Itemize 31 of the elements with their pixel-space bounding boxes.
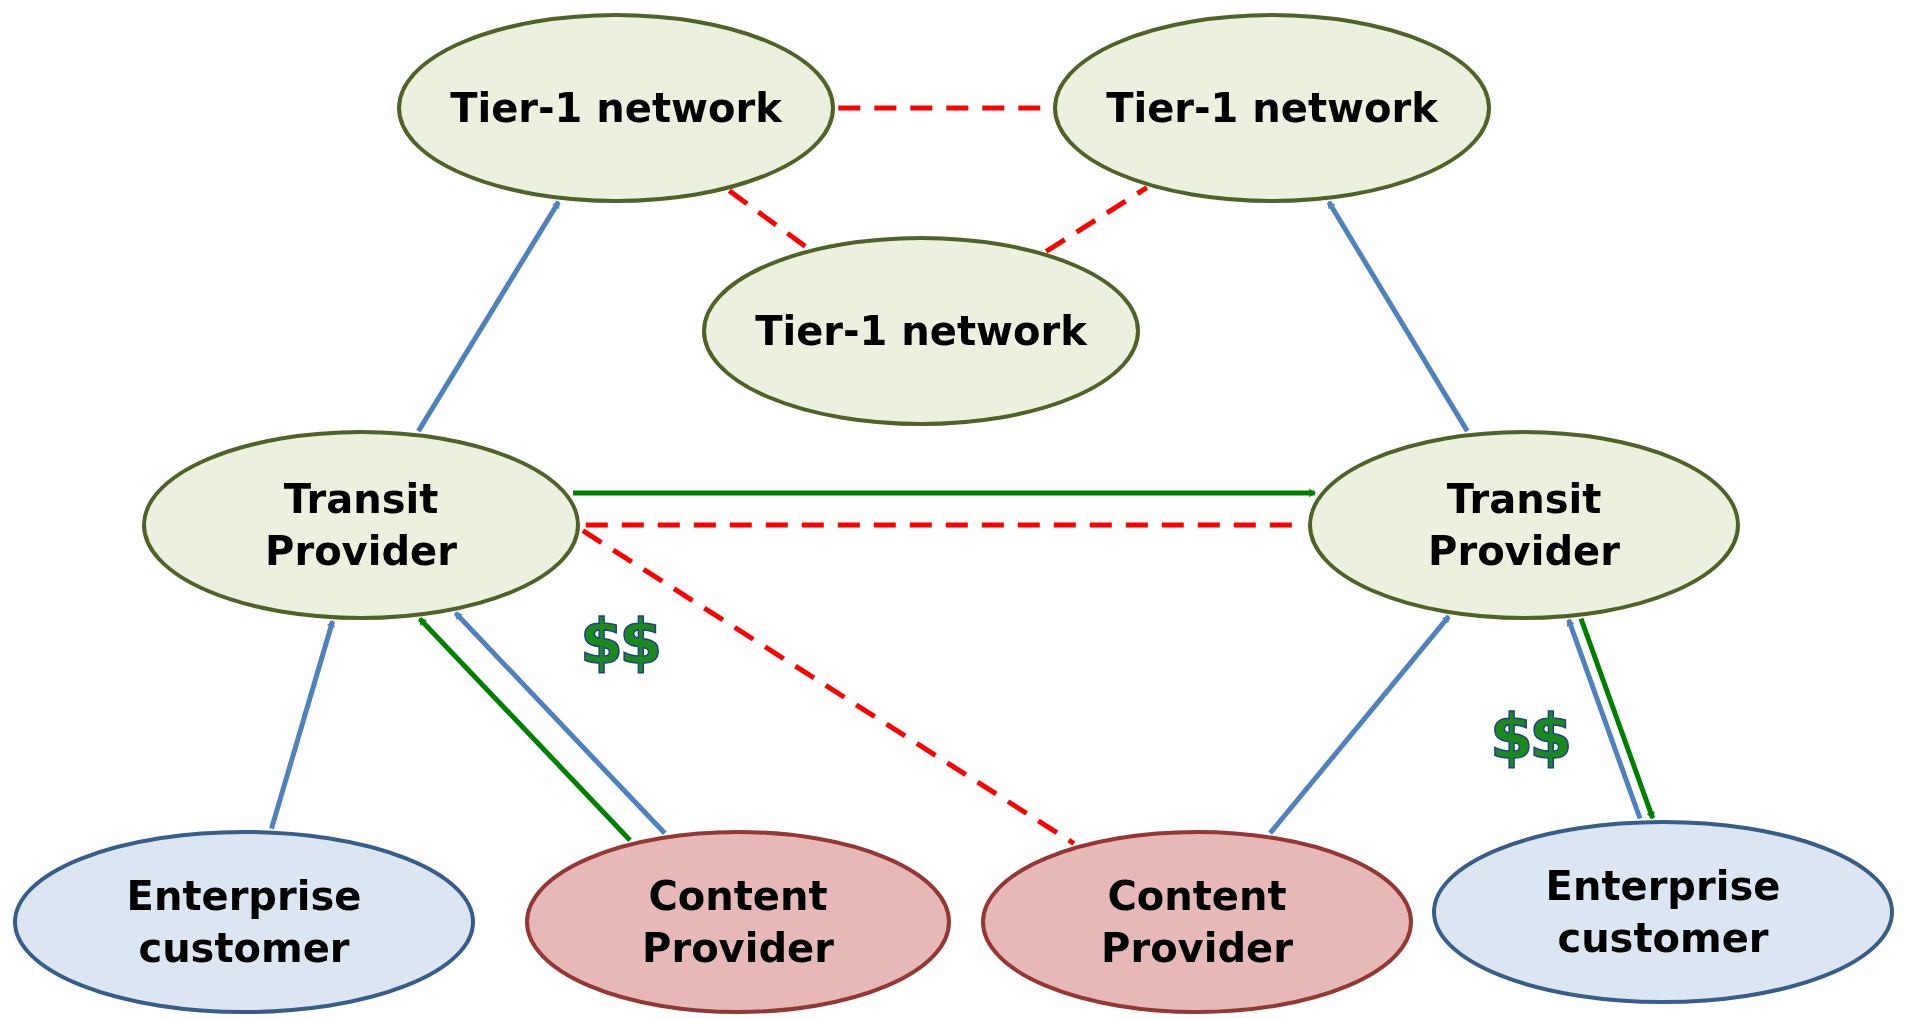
network-ellipse [702, 236, 1140, 426]
node-label: Content Provider [641, 872, 835, 973]
arrow [417, 616, 632, 842]
arrow [416, 200, 561, 433]
network-ellipse [397, 13, 835, 203]
connector-line [581, 528, 1076, 846]
node-label: Content Provider [1100, 872, 1294, 973]
node-label: Transit Provider [264, 475, 458, 576]
arrow [573, 488, 1316, 498]
arrow [269, 620, 335, 830]
node-label: Tier-1 network [450, 84, 782, 133]
node-label: Enterprise customer [1544, 862, 1782, 963]
arrow [1566, 619, 1643, 820]
node-label: Transit Provider [1427, 475, 1621, 576]
node-label: Enterprise customer [125, 872, 363, 973]
node-label: Tier-1 network [755, 307, 1087, 356]
connector-line [1044, 185, 1149, 254]
network-ellipse [142, 430, 580, 620]
network-ellipse [1308, 430, 1740, 620]
arrow [1578, 617, 1656, 819]
money-label: $$ [1490, 700, 1569, 773]
arrow [453, 611, 667, 836]
network-ellipse [1053, 13, 1491, 203]
network-ellipse [981, 830, 1413, 1014]
network-ellipse [525, 830, 951, 1014]
money-label: $$ [580, 605, 659, 678]
network-ellipse [1432, 820, 1894, 1004]
arrow [1326, 200, 1470, 433]
node-label: Tier-1 network [1106, 84, 1438, 133]
arrow [1268, 614, 1451, 835]
network-ellipse [13, 830, 475, 1014]
